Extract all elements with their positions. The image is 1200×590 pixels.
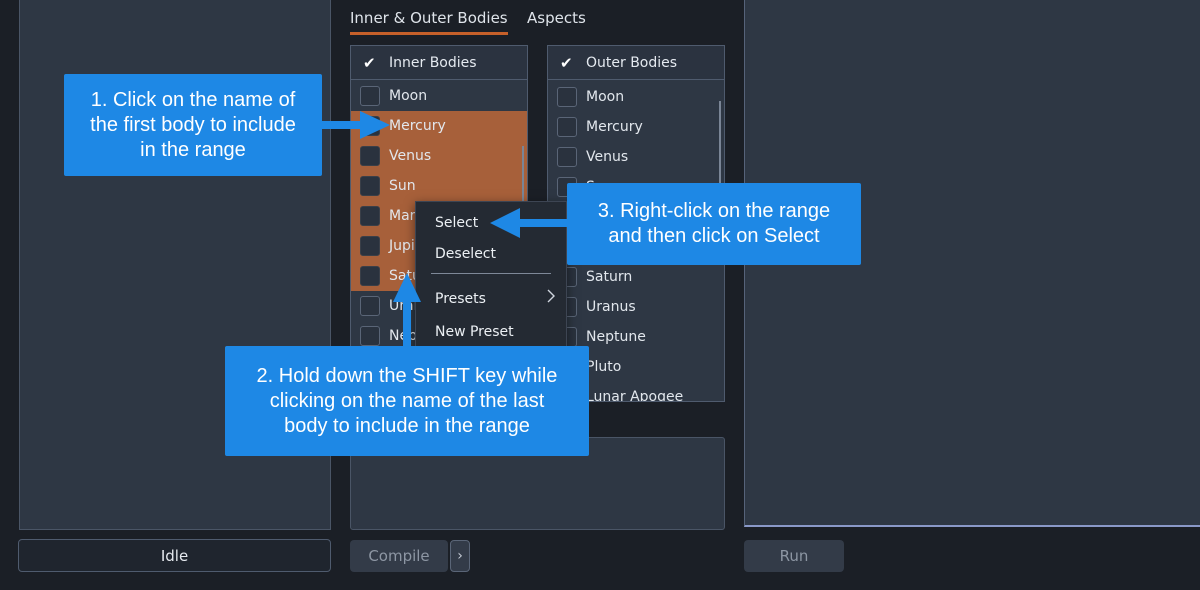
callout-step-3: 3. Right-click on the range and then cli… <box>567 183 861 265</box>
callout-line: 1. Click on the name of <box>90 88 296 111</box>
callout-line: 2. Hold down the SHIFT key while <box>256 364 558 387</box>
menu-item-select[interactable]: Select <box>435 215 479 231</box>
menu-item-deselect[interactable]: Deselect <box>435 246 496 262</box>
checkbox[interactable] <box>360 326 380 346</box>
scrollbar-thumb[interactable] <box>719 101 721 231</box>
inner-bodies-row-label: Mercury <box>389 118 446 134</box>
outer-bodies-header[interactable]: ✔ Outer Bodies <box>548 46 724 80</box>
scrollbar-thumb[interactable] <box>522 146 524 206</box>
check-icon: ✔ <box>363 53 376 72</box>
outer-bodies-row-label: Pluto <box>586 359 622 375</box>
menu-separator <box>431 273 551 274</box>
inner-bodies-row[interactable]: Venus <box>351 141 527 171</box>
callout-line: 3. Right-click on the range <box>597 200 831 222</box>
checkbox[interactable] <box>360 146 380 166</box>
outer-bodies-row[interactable]: Uranus <box>548 292 724 322</box>
checkbox[interactable] <box>360 176 380 196</box>
checkbox[interactable] <box>557 147 577 167</box>
checkbox[interactable] <box>557 117 577 137</box>
outer-bodies-title: Outer Bodies <box>586 54 678 71</box>
compile-button[interactable]: Compile <box>350 540 448 572</box>
inner-bodies-row-label: Mars <box>389 208 423 224</box>
inner-bodies-row[interactable]: Moon <box>351 81 527 111</box>
outer-bodies-row-label: Mercury <box>586 119 643 135</box>
outer-bodies-row-label: Neptune <box>586 329 646 345</box>
check-icon: ✔ <box>560 53 573 72</box>
outer-bodies-row-label: Moon <box>586 89 625 105</box>
inner-bodies-row-label: Venus <box>389 148 432 164</box>
checkbox[interactable] <box>360 116 380 136</box>
callout-step-2: 2. Hold down the SHIFT key while clickin… <box>225 346 589 456</box>
inner-bodies-row-label: Sun <box>389 178 416 194</box>
chevron-right-icon <box>547 289 555 303</box>
menu-item-presets[interactable]: Presets <box>435 291 486 307</box>
run-button[interactable]: Run <box>744 540 844 572</box>
inner-bodies-header[interactable]: ✔ Inner Bodies <box>351 46 527 80</box>
outer-bodies-row[interactable]: Moon <box>548 82 724 112</box>
compile-options-button[interactable]: › <box>450 540 470 572</box>
callout-line: in the range <box>140 138 246 161</box>
tab-aspects[interactable]: Aspects <box>527 9 586 27</box>
callout-line: body to include in the range <box>284 414 530 437</box>
outer-bodies-row-label: Lunar Apogee <box>586 389 684 402</box>
outer-bodies-row-label: Uranus <box>586 299 636 315</box>
tab-inner-outer-bodies[interactable]: Inner & Outer Bodies <box>350 9 508 27</box>
checkbox[interactable] <box>360 296 380 316</box>
inner-bodies-row[interactable]: Sun <box>351 171 527 201</box>
checkbox[interactable] <box>360 206 380 226</box>
callout-line: and then click on Select <box>608 225 820 247</box>
outer-bodies-row-label: Saturn <box>586 269 633 285</box>
callout-step-1: 1. Click on the name of the first body t… <box>64 74 322 176</box>
checkbox[interactable] <box>360 266 380 286</box>
idle-button[interactable]: Idle <box>18 539 331 572</box>
callout-line: clicking on the name of the last <box>269 389 545 412</box>
checkbox[interactable] <box>360 86 380 106</box>
active-tab-indicator <box>350 32 508 35</box>
outer-bodies-row-label: Venus <box>586 149 629 165</box>
menu-item-new-preset[interactable]: New Preset <box>435 324 514 340</box>
context-menu: Select Deselect Presets New Preset <box>415 201 567 351</box>
inner-bodies-title: Inner Bodies <box>389 54 477 71</box>
checkbox[interactable] <box>360 236 380 256</box>
outer-bodies-row[interactable]: Saturn <box>548 262 724 292</box>
callout-line: the first body to include <box>90 113 296 136</box>
checkbox[interactable] <box>557 87 577 107</box>
chevron-right-icon: › <box>457 548 463 564</box>
inner-bodies-row-label: Moon <box>389 88 428 104</box>
outer-bodies-row[interactable]: Mercury <box>548 112 724 142</box>
outer-bodies-row[interactable]: Venus <box>548 142 724 172</box>
inner-bodies-row[interactable]: Mercury <box>351 111 527 141</box>
